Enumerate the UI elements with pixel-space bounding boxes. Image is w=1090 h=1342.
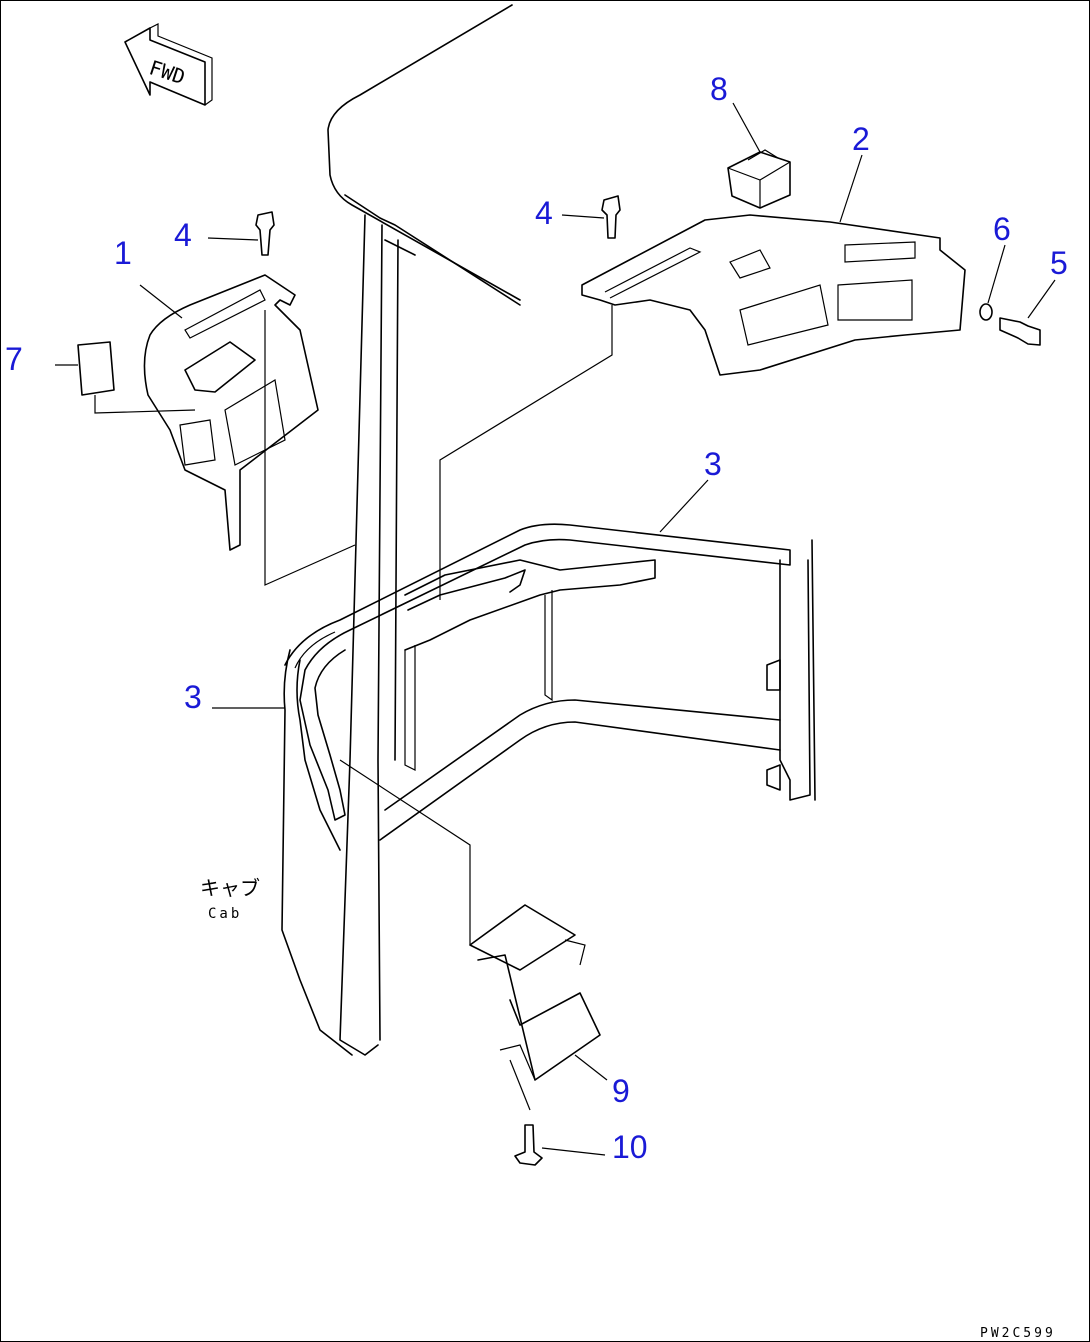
part-3-trim-frame	[284, 523, 791, 821]
callout-10: 10	[612, 1129, 648, 1165]
part-1-left-cover	[143, 274, 319, 551]
drawing-reference: PW2C599	[980, 1326, 1056, 1341]
callout-3-upper: 3	[704, 446, 722, 482]
cab-label-english: Cab	[208, 906, 242, 922]
part-4-bolt-left	[255, 211, 275, 256]
assembly-guide-lines	[264, 305, 613, 1111]
part-7-pad	[77, 341, 196, 414]
callout-2: 2	[852, 121, 870, 157]
cab-label-japanese: キャブ	[200, 876, 260, 900]
callout-1: 1	[114, 235, 132, 271]
part-6-washer	[979, 303, 993, 321]
fwd-arrow-icon: FWD	[124, 23, 213, 106]
part-2-right-cover	[581, 214, 966, 376]
part-8-switch	[727, 149, 791, 209]
part-9-bracket	[469, 904, 601, 1081]
leader-lines	[55, 102, 1056, 1156]
fwd-label: FWD	[146, 55, 188, 89]
callout-7: 7	[5, 341, 23, 377]
cab-right-side	[379, 539, 816, 841]
callout-4-right: 4	[535, 195, 553, 231]
callout-6: 6	[993, 211, 1011, 247]
part-4-bolt-right	[601, 195, 621, 239]
callout-9: 9	[612, 1073, 630, 1109]
callout-5: 5	[1050, 245, 1068, 281]
callout-numbers: 1 2 3 3 4 4 5 6 7 8 9 10	[5, 71, 1068, 1165]
part-5-bolt	[999, 317, 1041, 346]
callout-4-left: 4	[174, 217, 192, 253]
callout-8: 8	[710, 71, 728, 107]
callout-3-lower: 3	[184, 679, 202, 715]
part-10-bolt	[514, 1124, 543, 1166]
cab-frame	[327, 4, 521, 1056]
